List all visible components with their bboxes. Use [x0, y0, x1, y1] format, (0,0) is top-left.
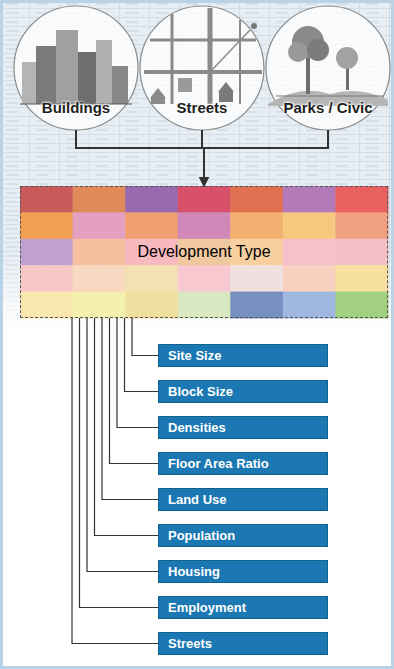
development-type-box: Development Type — [20, 186, 388, 318]
attribute-label: Site Size — [168, 348, 221, 363]
attribute-box: Land Use — [158, 488, 328, 511]
connector — [72, 318, 158, 644]
circle-label: Buildings — [42, 99, 110, 116]
attribute-box: Floor Area Ratio — [158, 452, 328, 475]
connector — [102, 318, 158, 500]
buildings-illustration — [20, 30, 132, 104]
topic-circle: Parks / Civic — [266, 6, 390, 130]
connector — [87, 318, 158, 572]
circle-fills — [14, 6, 390, 130]
attribute-box: Densities — [158, 416, 328, 439]
attribute-label: Floor Area Ratio — [168, 456, 269, 471]
streets-illustration — [144, 8, 262, 104]
attribute-label: Housing — [168, 564, 220, 579]
topic-circle: Streets — [140, 6, 264, 130]
attribute-label: Block Size — [168, 384, 233, 399]
color-grid — [20, 186, 389, 319]
connector — [76, 130, 204, 186]
attribute-box: Population — [158, 524, 328, 547]
connector — [125, 318, 159, 392]
attribute-label: Employment — [168, 600, 246, 615]
connector — [204, 130, 328, 186]
box-title: Development Type — [137, 243, 270, 261]
parks-illustration — [268, 26, 388, 106]
circle-label: Streets — [177, 99, 228, 116]
connector — [110, 318, 159, 464]
attribute-box: Site Size — [158, 344, 328, 367]
connector — [117, 318, 158, 428]
attribute-label: Densities — [168, 420, 226, 435]
circle-label: Parks / Civic — [283, 99, 372, 116]
connector — [132, 318, 158, 356]
connector — [80, 318, 159, 608]
attribute-box: Housing — [158, 560, 328, 583]
topic-circle: Buildings — [14, 6, 138, 130]
attribute-box: Block Size — [158, 380, 328, 403]
attribute-label: Land Use — [168, 492, 227, 507]
attribute-box: Employment — [158, 596, 328, 619]
attribute-label: Population — [168, 528, 235, 543]
attribute-box: Streets — [158, 632, 328, 655]
attribute-label: Streets — [168, 636, 212, 651]
connector — [95, 318, 159, 536]
